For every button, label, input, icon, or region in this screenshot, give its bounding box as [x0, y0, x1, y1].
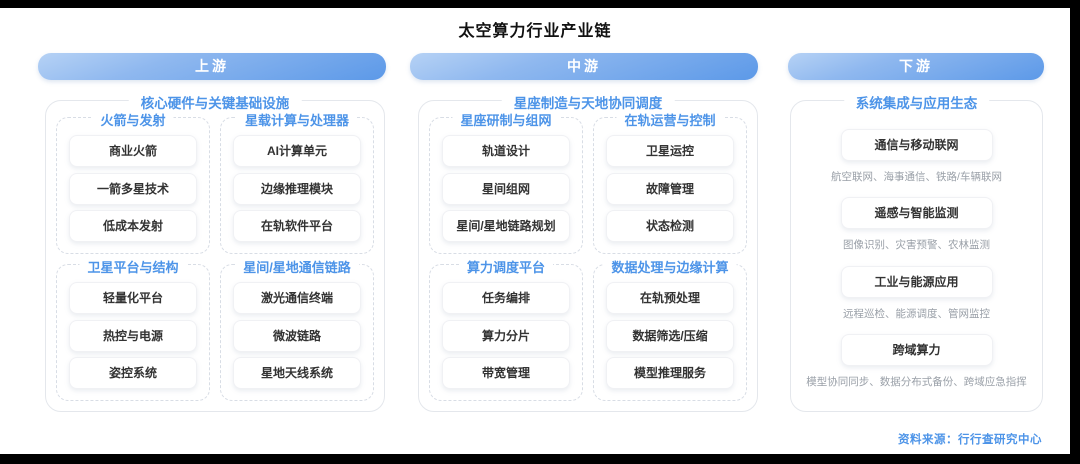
- chain-item: 激光通信终端: [233, 282, 361, 315]
- chain-item: 数据筛选/压缩: [606, 319, 734, 352]
- application-block: 跨域算力模型协同同步、数据分布式备份、跨域应急指挥: [797, 334, 1036, 389]
- chain-item: 星间/星地链路规划: [442, 209, 570, 242]
- group-title: 卫星平台与结构: [79, 257, 187, 276]
- group-title: 星间/星地通信链路: [235, 257, 359, 276]
- chain-item: 边缘推理模块: [233, 172, 361, 205]
- application-desc: 图像识别、灾害预警、农林监测: [843, 239, 990, 252]
- chain-item: 一箭多星技术: [69, 172, 197, 205]
- column-header-downstream: 下游: [788, 53, 1044, 80]
- group-box: 火箭与发射商业火箭一箭多星技术低成本发射: [56, 110, 210, 254]
- upstream-groups: 火箭与发射商业火箭一箭多星技术低成本发射 星载计算与处理器 AI计算单元边缘推理模块…: [46, 101, 384, 411]
- chain-item: 商业火箭: [69, 135, 197, 168]
- group-box: 在轨运营与控制卫星运控故障管理状态检测: [593, 110, 747, 254]
- group-box: 算力调度平台任务编排算力分片带宽管理: [429, 257, 583, 401]
- chain-item: 姿控系统: [69, 356, 197, 389]
- chain-item: 星地天线系统: [233, 356, 361, 389]
- group-box: 星载计算与处理器 AI计算单元边缘推理模块在轨软件平台: [220, 110, 374, 254]
- application-desc: 模型协同同步、数据分布式备份、跨域应急指挥: [806, 376, 1027, 389]
- page-title: 太空算力行业产业链: [458, 23, 612, 40]
- application-item: 通信与移动联网: [840, 128, 993, 161]
- chain-item: 卫星运控: [606, 135, 734, 168]
- group-box: 卫星平台与结构轻量化平台热控与电源姿控系统: [56, 257, 210, 401]
- group-box: 数据处理与边缘计算在轨预处理数据筛选/压缩模型推理服务: [593, 257, 747, 401]
- section-title-upstream: 核心硬件与关键基础设施: [128, 92, 302, 112]
- section-title-midstream: 星座制造与天地协同调度: [501, 92, 675, 112]
- application-desc: 远程巡检、能源调度、管网监控: [843, 307, 990, 320]
- chain-item: 故障管理: [606, 172, 734, 205]
- application-block: 工业与能源应用远程巡检、能源调度、管网监控: [797, 265, 1036, 321]
- panel-midstream: 星座制造与天地协同调度 星座研制与组网轨道设计星间组网星间/星地链路规划在轨运营…: [418, 92, 758, 412]
- group-box: 星座研制与组网轨道设计星间组网星间/星地链路规划: [429, 110, 583, 254]
- chain-item: 低成本发射: [69, 209, 197, 242]
- application-block: 通信与移动联网航空联网、海事通信、铁路/车辆联网: [797, 128, 1036, 184]
- application-item: 遥感与智能监测: [840, 197, 993, 230]
- source-note: 资料来源：行行查研究中心: [898, 434, 1042, 446]
- chain-item: AI计算单元: [233, 135, 361, 168]
- application-item: 跨域算力: [840, 334, 993, 367]
- chain-item: 任务编排: [442, 282, 570, 315]
- chain-item: 模型推理服务: [606, 356, 734, 389]
- chain-item: 带宽管理: [442, 356, 570, 389]
- infographic-canvas: 太空算力行业产业链 上游 中游 下游 核心硬件与关键基础设施 火箭与发射商业火箭…: [0, 8, 1070, 454]
- midstream-groups: 星座研制与组网轨道设计星间组网星间/星地链路规划在轨运营与控制卫星运控故障管理状…: [419, 101, 757, 411]
- downstream-applications: 通信与移动联网航空联网、海事通信、铁路/车辆联网遥感与智能监测图像识别、灾害预警…: [791, 101, 1042, 411]
- group-title: 星载计算与处理器: [236, 110, 358, 129]
- panel-downstream: 系统集成与应用生态 通信与移动联网航空联网、海事通信、铁路/车辆联网遥感与智能监…: [790, 92, 1043, 412]
- group-title: 星座研制与组网: [452, 110, 560, 129]
- column-header-upstream: 上游: [38, 53, 386, 80]
- chain-item: 在轨软件平台: [233, 209, 361, 242]
- group-title: 在轨运营与控制: [616, 110, 724, 129]
- group-box: 星间/星地通信链路激光通信终端微波链路星地天线系统: [220, 257, 374, 401]
- chain-item: 热控与电源: [69, 319, 197, 352]
- chain-item: 轻量化平台: [69, 282, 197, 315]
- section-title-downstream: 系统集成与应用生态: [843, 92, 990, 112]
- chain-item: 算力分片: [442, 319, 570, 352]
- chain-item: 微波链路: [233, 319, 361, 352]
- group-title: 算力调度平台: [458, 257, 554, 276]
- chain-item: 状态检测: [606, 209, 734, 242]
- chain-item: 轨道设计: [442, 135, 570, 168]
- application-item: 工业与能源应用: [840, 265, 993, 298]
- panel-upstream: 核心硬件与关键基础设施 火箭与发射商业火箭一箭多星技术低成本发射星载计算与处理器…: [45, 92, 385, 412]
- application-desc: 航空联网、海事通信、铁路/车辆联网: [831, 170, 1002, 183]
- application-block: 遥感与智能监测图像识别、灾害预警、农林监测: [797, 197, 1036, 252]
- group-title: 火箭与发射: [92, 110, 174, 129]
- column-header-midstream: 中游: [410, 53, 758, 80]
- chain-item: 星间组网: [442, 172, 570, 205]
- group-title: 数据处理与边缘计算: [603, 257, 737, 276]
- chain-item: 在轨预处理: [606, 282, 734, 315]
